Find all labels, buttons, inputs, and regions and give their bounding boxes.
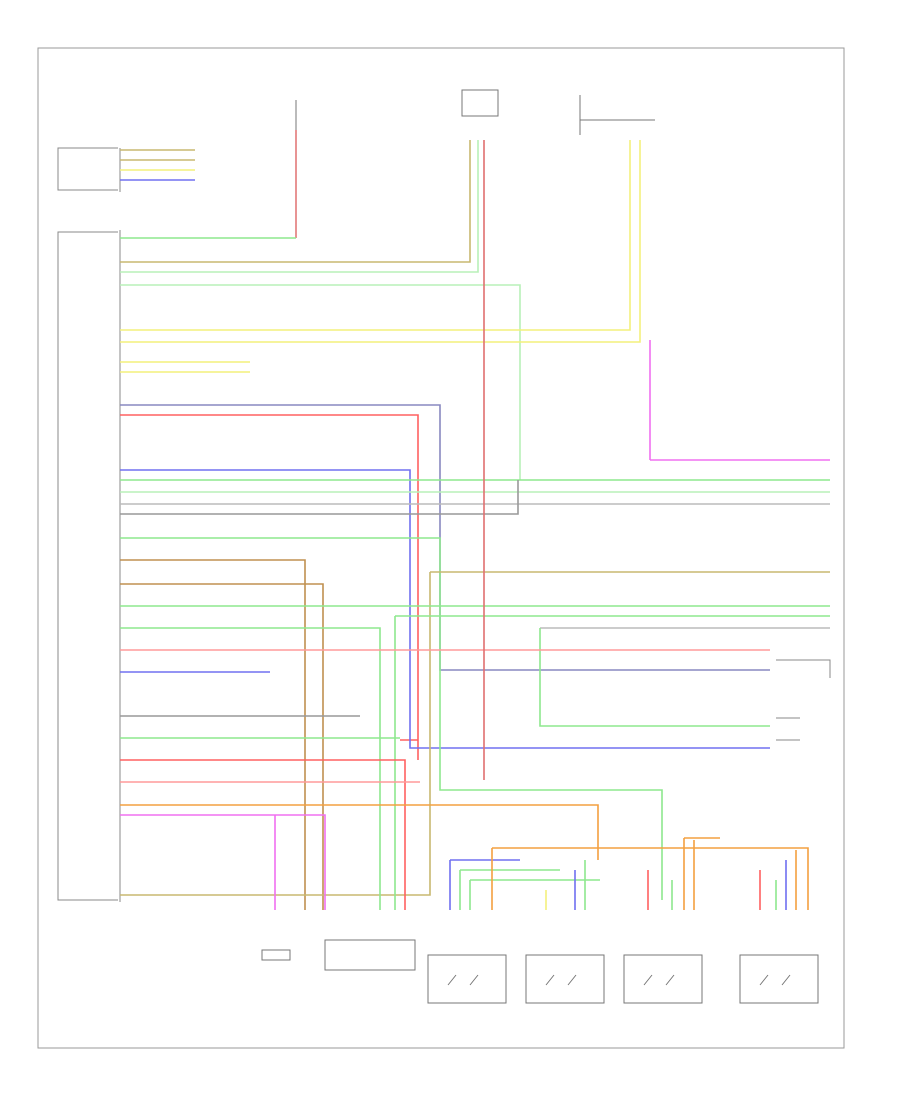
bottom-module-2: [324, 939, 416, 971]
wire: [120, 559, 306, 910]
top-right-module: [579, 95, 655, 135]
diagram-border: [37, 47, 845, 1049]
wire: [491, 847, 809, 910]
wire: [120, 583, 324, 910]
wire: [120, 537, 663, 900]
wire: [120, 804, 599, 860]
bottom-module-1: [261, 949, 291, 961]
top-center-module: [461, 89, 499, 117]
wire: [120, 284, 521, 480]
bottom-module-4: [525, 954, 605, 1004]
wire: [120, 814, 326, 910]
top-left-connector: [57, 147, 195, 192]
wire: [120, 140, 471, 263]
wire: [120, 627, 381, 910]
wire: [459, 869, 560, 910]
module-switch-symbols: [447, 974, 791, 986]
wire: [120, 140, 479, 273]
wire: [683, 837, 720, 910]
left-main-module: [57, 230, 121, 902]
wire: [449, 859, 520, 910]
wire: [120, 480, 519, 515]
wire-group: [120, 140, 830, 910]
bottom-module-6: [739, 954, 819, 1004]
wire: [120, 469, 770, 749]
wire: [469, 879, 600, 910]
wire: [120, 140, 631, 331]
wire: [120, 759, 406, 910]
wire: [120, 140, 641, 343]
bottom-module-3: [427, 954, 507, 1004]
right-connector: [776, 659, 831, 741]
bottom-module-5: [623, 954, 703, 1004]
wire: [539, 628, 770, 727]
wire: [120, 572, 431, 896]
top-fuse-element: [120, 100, 297, 239]
wire: [120, 414, 419, 760]
